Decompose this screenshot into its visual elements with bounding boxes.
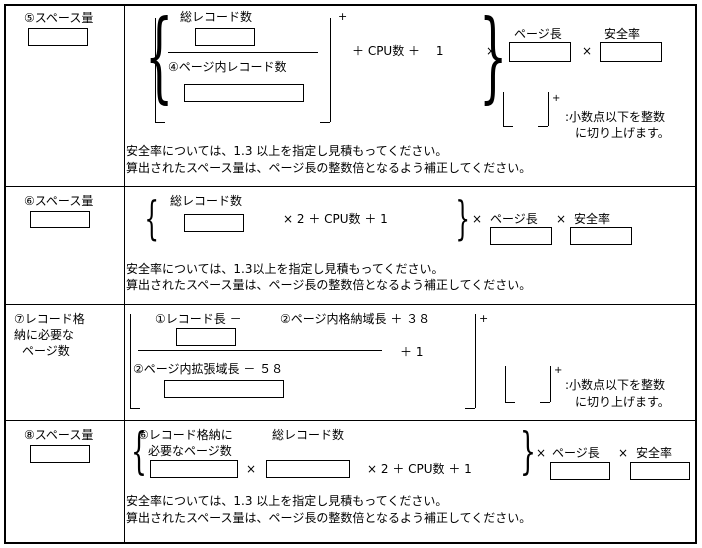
- s5-ceil-mark-left-foot: [503, 126, 513, 127]
- s5-ceil-left-foot: [155, 122, 165, 123]
- s8-records-needed-line-1: ⑥レコード格納に: [138, 428, 233, 442]
- s8-safety-input[interactable]: [630, 462, 690, 480]
- s7-record-length-input[interactable]: [176, 328, 236, 346]
- s6-times: ×: [472, 212, 483, 226]
- s8-records-needed-line-2: 必要なページ数: [148, 444, 232, 458]
- s6-times-two-cpu: × 2 ＋ CPU数 ＋ 1: [283, 212, 388, 226]
- s5-total-records-input[interactable]: [195, 28, 255, 46]
- formula-table: [4, 4, 697, 544]
- s6-label: ⑥スペース量: [24, 194, 94, 208]
- s5-page-length-label: ページ長: [514, 27, 562, 41]
- s5-in-page-records-input[interactable]: [184, 84, 304, 102]
- s8-brace-left: {: [130, 422, 147, 480]
- s6-brace-left: {: [144, 191, 159, 245]
- s5-ceil-left: [155, 18, 156, 122]
- s5-times-2: ×: [582, 44, 593, 58]
- s7-ceil-mark-right: [550, 366, 551, 402]
- s8-times-a: ×: [246, 462, 257, 476]
- s6-brace-right: }: [455, 191, 470, 245]
- s7-label-line-2: 納に必要な: [14, 328, 75, 342]
- s7-ceil-plus: +: [554, 365, 563, 376]
- s8-times: ×: [536, 446, 547, 460]
- s8-note-2: 算出されたスペース量は、ページ長の整数倍となるよう補正してください。: [126, 511, 532, 525]
- row-divider: [6, 186, 695, 187]
- s8-total-records-input[interactable]: [266, 460, 350, 478]
- s5-brace-right: }: [479, 0, 508, 114]
- s8-brace-right: }: [519, 422, 536, 480]
- s7-fraction-bar: [138, 350, 382, 351]
- s7-ceil-note-1: :小数点以下を整数: [565, 378, 666, 392]
- s6-page-length-input[interactable]: [490, 227, 552, 245]
- s8-times-2: ×: [618, 446, 629, 460]
- s7-label-line-1: ⑦レコード格: [14, 312, 85, 326]
- s6-space-input[interactable]: [30, 211, 90, 228]
- s5-page-length-input[interactable]: [509, 42, 571, 62]
- s8-records-needed-input[interactable]: [150, 460, 238, 478]
- s7-ceil-note-2: に切り上げます。: [575, 395, 670, 409]
- s5-ceil-mark-left: [503, 92, 504, 126]
- s7-record-length-label: ①レコード長 －: [155, 312, 242, 326]
- s6-safety-input[interactable]: [570, 227, 632, 245]
- s6-note-1: 安全率については、1.3以上を指定し見積もってください。: [126, 262, 444, 276]
- s6-safety-label: 安全率: [574, 212, 611, 226]
- s5-ceil-plus: +: [552, 93, 561, 104]
- s7-page-ext-length-label: ②ページ内拡張域長 － ５８: [133, 362, 284, 376]
- s5-brace-left: {: [145, 0, 174, 114]
- s8-note-1: 安全率については、1.3 以上を指定し見積もってください。: [126, 494, 448, 508]
- s7-plus-mark: +: [479, 312, 489, 325]
- s7-plus-one: ＋ 1: [400, 345, 424, 359]
- s7-ceil-left-foot: [130, 408, 140, 409]
- s7-ceil-mark-left-foot: [505, 402, 515, 403]
- row-divider: [6, 420, 695, 421]
- s7-page-store-length-label: ②ページ内格納域長 ＋ ３８: [280, 312, 431, 326]
- s5-in-page-records-label: ④ページ内レコード数: [168, 60, 287, 74]
- s8-times-two-cpu: × 2 ＋ CPU数 ＋ 1: [367, 462, 472, 476]
- s5-fraction-bar: [168, 52, 318, 53]
- s6-page-length-label: ページ長: [490, 212, 538, 226]
- s8-total-records-label: 総レコード数: [272, 428, 345, 442]
- s7-ceil-right: [475, 314, 476, 408]
- s8-space-input[interactable]: [30, 445, 90, 463]
- row-divider: [6, 304, 695, 305]
- s7-label-line-3: ページ数: [22, 344, 70, 358]
- s5-safety-label: 安全率: [604, 27, 641, 41]
- s7-ceil-left: [130, 314, 131, 408]
- s6-times-2: ×: [556, 212, 567, 226]
- s5-ceil-mark-right-foot: [538, 126, 548, 127]
- s6-total-records-label: 総レコード数: [170, 194, 243, 208]
- s5-space-input[interactable]: [28, 28, 88, 46]
- s5-label: ⑤スペース量: [24, 11, 94, 25]
- s8-safety-label: 安全率: [636, 446, 673, 460]
- s5-total-records-label: 総レコード数: [180, 10, 253, 24]
- s5-ceil-mark-right: [548, 92, 549, 126]
- s5-plus-cpu: ＋ CPU数 ＋ 1: [352, 44, 444, 58]
- column-divider: [124, 6, 125, 542]
- s8-label: ⑧スペース量: [24, 428, 94, 442]
- s8-page-length-label: ページ長: [552, 446, 600, 460]
- s5-times-1: ×: [486, 44, 497, 58]
- s6-note-2: 算出されたスペース量は、ページ長の整数倍となるよう補正してください。: [126, 278, 532, 292]
- s5-note-2: 算出されたスペース量は、ページ長の整数倍となるよう補正してください。: [126, 161, 532, 175]
- s7-ceil-mark-right-foot: [540, 402, 550, 403]
- s5-ceil-note-1: :小数点以下を整数: [565, 110, 666, 124]
- s5-plus-mark: +: [338, 10, 348, 23]
- s6-total-records-input[interactable]: [184, 214, 244, 232]
- s7-ceil-right-foot: [465, 408, 475, 409]
- s5-ceil-right-foot: [320, 122, 330, 123]
- s5-ceil-note-2: に切り上げます。: [575, 126, 670, 140]
- s7-page-ext-length-input[interactable]: [164, 380, 284, 398]
- s5-safety-input[interactable]: [600, 42, 662, 62]
- s5-ceil-right: [330, 18, 331, 122]
- s5-note-1: 安全率については、1.3 以上を指定し見積もってください。: [126, 144, 448, 158]
- s8-page-length-input[interactable]: [550, 462, 610, 480]
- s7-ceil-mark-left: [505, 366, 506, 402]
